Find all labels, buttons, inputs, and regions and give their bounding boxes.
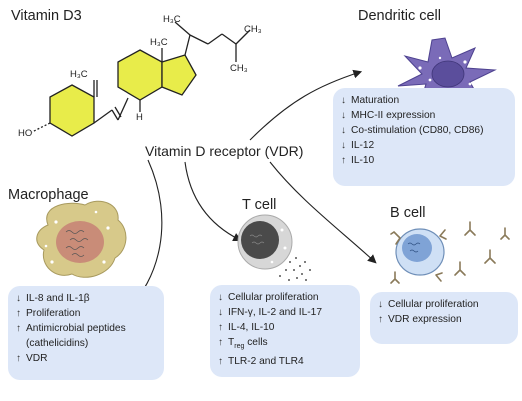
effect-text: TLR-2 and TLR4 (228, 356, 304, 368)
down-arrow-icon: ↓ (16, 293, 21, 304)
up-arrow-icon: ↑ (378, 314, 383, 325)
bcell-effects-box: ↓ Cellular proliferation ↑ VDR expression (370, 292, 518, 344)
effect-item: ↓ Co-stimulation (CD80, CD86) (341, 123, 507, 138)
down-arrow-icon: ↓ (341, 110, 346, 121)
t-cell-illustration (237, 214, 311, 281)
macrophage-illustration (36, 200, 127, 278)
dendritic-effects-box: ↓ Maturation ↓ MHC-II expression ↓ Co-stimula… (333, 88, 515, 186)
b-cell-illustration (390, 221, 510, 284)
effect-item: (cathelicidins) (16, 336, 156, 351)
effect-text: Antimicrobial peptides (26, 323, 126, 334)
effect-text: Cellular proliferation (228, 292, 319, 303)
up-arrow-icon: ↑ (16, 323, 21, 334)
vdr-label: Vitamin D receptor (VDR) (145, 143, 304, 159)
effect-item: ↑ Antimicrobial peptides (16, 321, 156, 336)
effect-item: ↓ IFN-γ, IL-2 and IL-17 (218, 305, 352, 320)
effect-text: IFN-γ, IL-2 and IL-17 (228, 307, 322, 318)
effect-text: Proliferation (26, 308, 81, 319)
effect-text: IL-4, IL-10 (228, 322, 275, 333)
methyl-label-a: H₃C (70, 69, 88, 80)
effect-item: ↓ Cellular proliferation (218, 290, 352, 305)
effect-item: ↓ IL-12 (341, 138, 507, 153)
effect-item: ↓ Maturation (341, 93, 507, 108)
methyl-label-d: CH₃ (230, 63, 248, 74)
macrophage-effects-list: ↓ IL-8 and IL-1β ↑ Proliferation ↑ Antimicrob… (16, 291, 156, 366)
methyl-label-b: H₃C (150, 37, 168, 48)
down-arrow-icon: ↓ (218, 292, 223, 303)
up-arrow-icon: ↑ (16, 353, 21, 364)
effect-item: ↑ Proliferation (16, 306, 156, 321)
macrophage-effects-box: ↓ IL-8 and IL-1β ↑ Proliferation ↑ Antimicrob… (8, 286, 164, 380)
tcell-effects-list: ↓ Cellular proliferation ↓ IFN-γ, IL-2 and … (218, 290, 352, 369)
methyl-label-c: CH₃ (244, 24, 262, 35)
up-arrow-icon: ↑ (16, 308, 21, 319)
effect-item: ↑ Treg cells (218, 335, 352, 354)
effect-text: Treg cells (228, 337, 268, 351)
tcell-effects-box: ↓ Cellular proliferation ↓ IFN-γ, IL-2 and … (210, 285, 360, 377)
up-arrow-icon: ↑ (218, 356, 223, 368)
up-arrow-icon: ↑ (218, 322, 223, 333)
down-arrow-icon: ↓ (341, 140, 346, 151)
dendritic-effects-list: ↓ Maturation ↓ MHC-II expression ↓ Co-stimula… (341, 93, 507, 168)
vitamin-d3-title: Vitamin D3 (11, 8, 82, 24)
down-arrow-icon: ↓ (341, 125, 346, 136)
effect-text: VDR (26, 353, 48, 364)
arrow-to-bcell (269, 161, 377, 264)
hydrogen-label: H (136, 112, 143, 123)
effect-item: ↑ IL-10 (341, 153, 507, 168)
dendritic-cell-title: Dendritic cell (358, 8, 441, 24)
arrow-to-tcell (184, 161, 242, 241)
effect-item: ↑ TLR-2 and TLR4 (218, 354, 352, 369)
effect-item: ↓ Cellular proliferation (378, 297, 510, 312)
effect-item: ↓ MHC-II expression (341, 108, 507, 123)
hydroxyl-label: HO (18, 128, 33, 139)
effect-text: Co-stimulation (CD80, CD86) (351, 125, 484, 136)
effect-text: IL-8 and IL-1β (26, 293, 90, 304)
up-arrow-icon: ↑ (218, 337, 223, 348)
effect-text: MHC-II expression (351, 110, 436, 121)
b-cell-title: B cell (390, 205, 426, 221)
down-arrow-icon: ↓ (341, 95, 346, 106)
effect-item: ↓ IL-8 and IL-1β (16, 291, 156, 306)
bcell-effects-list: ↓ Cellular proliferation ↑ VDR expression (378, 297, 510, 327)
up-arrow-icon: ↑ (341, 155, 346, 166)
effect-text: Maturation (351, 95, 400, 106)
effect-item: ↑ IL-4, IL-10 (218, 320, 352, 335)
t-cell-title: T cell (242, 197, 277, 213)
down-arrow-icon: ↓ (218, 307, 223, 318)
effect-item: ↑ VDR (16, 351, 156, 366)
effect-text: VDR expression (388, 314, 462, 325)
methyl-label-top: H₃C (163, 14, 181, 25)
effect-item: ↑ VDR expression (378, 312, 510, 327)
arrow-to-dendritic (249, 69, 363, 141)
down-arrow-icon: ↓ (378, 299, 383, 310)
vitamin-d3-structure (31, 21, 251, 137)
effect-text: IL-10 (351, 155, 375, 166)
macrophage-title: Macrophage (8, 187, 89, 203)
effect-text: (cathelicidins) (26, 338, 89, 349)
effect-text: Cellular proliferation (388, 299, 479, 310)
effect-text: IL-12 (351, 140, 375, 151)
